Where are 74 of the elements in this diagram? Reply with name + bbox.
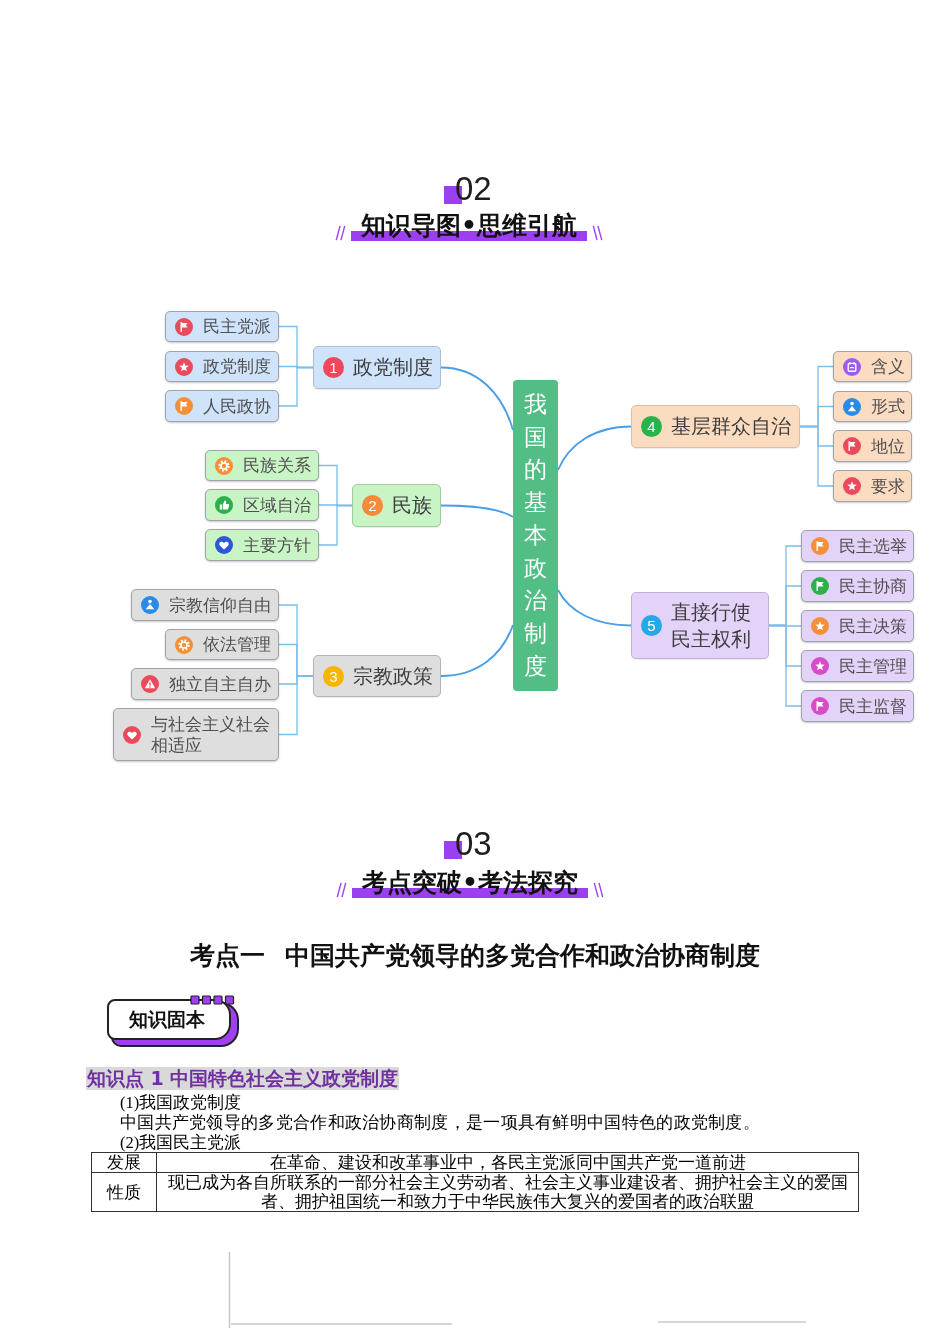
branch-topic-label: 民族 bbox=[392, 492, 432, 519]
subtopic-box bbox=[205, 450, 319, 481]
subtopic-label: 民主决策 bbox=[839, 615, 907, 637]
central-topic-text: 我国的基本政治制度 bbox=[524, 390, 547, 681]
subtopic-box bbox=[833, 391, 912, 422]
subtopic-label: 民族关系 bbox=[243, 455, 311, 476]
connector-line bbox=[557, 589, 632, 627]
subtopic-box bbox=[833, 351, 912, 382]
subtopic-label: 区域自治 bbox=[243, 494, 311, 516]
subtopic-label: 形式 bbox=[871, 396, 905, 417]
connector-line bbox=[440, 366, 514, 431]
subtopic-label: 政党制度 bbox=[203, 356, 271, 377]
row-header-cell: 性质 bbox=[91, 1172, 157, 1212]
subtopic-label: 与社会主义社会相适应 bbox=[151, 713, 271, 756]
row-header-cell: 发展 bbox=[91, 1152, 157, 1173]
connector-line bbox=[278, 675, 314, 736]
knowledge-point-heading: 知识点 1 中国特色社会主义政党制度 bbox=[86, 1067, 400, 1090]
subheading: (2)我国民主党派 bbox=[120, 1133, 242, 1153]
branch-topic-box bbox=[313, 346, 441, 389]
branch-topic-box bbox=[313, 655, 441, 697]
subtopic-box bbox=[801, 690, 914, 722]
connector-line bbox=[440, 504, 514, 518]
branch-topic-label: 政党制度 bbox=[353, 354, 433, 381]
table-cell: 在革命、建设和改革事业中，各民主党派同中国共产党一道前进 bbox=[156, 1152, 859, 1173]
subtopic-box bbox=[165, 629, 279, 660]
connector-line bbox=[557, 425, 632, 471]
subtopic-label: 民主选举 bbox=[839, 535, 907, 557]
subtopic-box bbox=[131, 668, 279, 700]
subtopic-box bbox=[165, 311, 279, 342]
subtopic-label: 主要方针 bbox=[243, 534, 311, 556]
subtopic-box bbox=[801, 530, 914, 562]
number-badge: 3 bbox=[323, 665, 344, 687]
branch-topic-box bbox=[631, 592, 769, 659]
subtopic-label: 民主管理 bbox=[839, 655, 907, 677]
branch-topic-label: 基层群众自治 bbox=[671, 413, 791, 440]
subtopic-box bbox=[205, 529, 319, 561]
subtopic-label: 要求 bbox=[871, 475, 905, 497]
subtopic-box bbox=[801, 610, 914, 642]
subheading: (1)我国政党制度 bbox=[120, 1093, 242, 1113]
subtopic-label: 依法管理 bbox=[203, 634, 271, 655]
subtopic-label: 人民政协 bbox=[203, 395, 271, 417]
branch-topic-box bbox=[352, 484, 441, 527]
subtopic-box bbox=[833, 470, 912, 502]
branch-topic-label: 宗教政策 bbox=[353, 662, 433, 690]
subtopic-label: 民主监督 bbox=[839, 695, 907, 717]
connector-line bbox=[768, 624, 802, 707]
number-badge: 5 bbox=[641, 615, 662, 636]
subtopic-box bbox=[205, 489, 319, 521]
subtopic-label: 独立自主自办 bbox=[169, 673, 271, 695]
subtopic-label: 宗教信仰自由 bbox=[169, 594, 271, 616]
subtopic-label: 地位 bbox=[871, 435, 905, 457]
number-badge: 4 bbox=[641, 416, 662, 437]
subtopic-label: 民主党派 bbox=[203, 316, 271, 337]
connector-line bbox=[278, 366, 314, 407]
connector-line bbox=[318, 504, 353, 546]
subtopic-box bbox=[113, 708, 279, 761]
number-badge: 2 bbox=[362, 495, 383, 516]
connector-line bbox=[440, 624, 514, 677]
topic-heading: 考点一 中国共产党领导的多党合作和政治协商制度 bbox=[189, 940, 761, 972]
table-cell: 现已成为各自所联系的一部分社会主义劳动者、社会主义事业建设者、拥护社会主义的爱国者、拥护祖国统一和致力于中华民族伟大复兴的爱国者的政治联盟 bbox=[156, 1172, 859, 1212]
subtopic-box bbox=[165, 351, 279, 382]
branch-topic-label: 直接行使民主权利 bbox=[671, 598, 752, 653]
connector-line bbox=[799, 425, 834, 487]
subtopic-box bbox=[833, 430, 912, 462]
subtopic-box bbox=[801, 570, 914, 602]
subtopic-box bbox=[131, 589, 279, 621]
number-badge: 1 bbox=[323, 357, 344, 378]
subtopic-label: 民主协商 bbox=[839, 575, 907, 597]
branch-topic-box bbox=[631, 405, 800, 448]
subtopic-box bbox=[165, 390, 279, 422]
central-topic-box bbox=[513, 380, 558, 691]
paragraph: 中国共产党领导的多党合作和政治协商制度，是一项具有鲜明中国特色的政党制度。 bbox=[120, 1113, 761, 1133]
subtopic-box bbox=[801, 650, 914, 682]
subtopic-label: 含义 bbox=[871, 356, 905, 377]
